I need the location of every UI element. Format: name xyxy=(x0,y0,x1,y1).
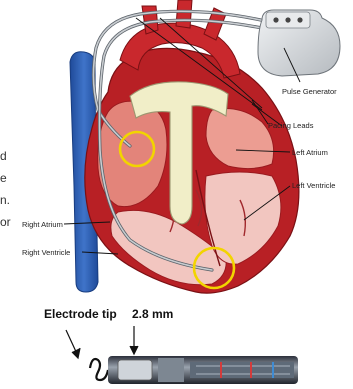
label-pacing-leads: Pacing Leads xyxy=(268,121,314,130)
clipped-text-4: or xyxy=(0,215,11,229)
label-left-atrium: Left Atrium xyxy=(292,148,328,157)
electrode-tip-label: Electrode tip xyxy=(44,307,117,321)
pulse-generator xyxy=(258,10,340,76)
label-right-atrium: Right Atrium xyxy=(22,220,63,229)
electrode-lead-photo xyxy=(90,356,298,384)
carotid-artery xyxy=(176,0,192,28)
electrode-arrows xyxy=(66,326,138,358)
helix-tip-icon xyxy=(90,359,108,380)
clipped-text-3: n. xyxy=(0,193,10,207)
clipped-text-2: e xyxy=(0,171,7,185)
label-right-ventricle: Right Ventricle xyxy=(22,248,70,257)
clipped-text-1: d xyxy=(0,149,7,163)
label-left-ventricle: Left Ventricle xyxy=(292,181,335,190)
label-pulse-generator: Pulse Generator xyxy=(282,87,337,96)
electrode-size-label: 2.8 mm xyxy=(132,307,173,321)
